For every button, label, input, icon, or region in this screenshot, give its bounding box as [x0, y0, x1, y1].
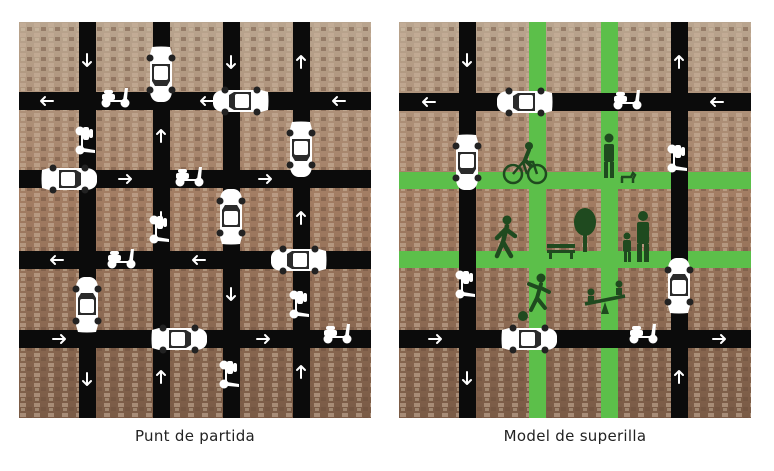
street-vertical [79, 22, 96, 418]
car-icon [497, 87, 553, 117]
city-grid-diagram-left [19, 22, 371, 418]
direction-arrow-icon [156, 129, 166, 143]
bench-icon [547, 244, 575, 259]
direction-arrow-icon [50, 255, 64, 265]
scooter-icon [289, 290, 309, 319]
caption-model-de-superilla: Model de superilla [503, 427, 647, 445]
car-icon [72, 277, 102, 333]
direction-arrow-icon [156, 370, 166, 384]
direction-arrow-icon [82, 372, 92, 386]
scooter-icon [107, 249, 136, 269]
direction-arrow-icon [428, 334, 442, 344]
car-icon [501, 324, 557, 354]
car-icon [271, 245, 327, 275]
scooter-icon [667, 144, 687, 173]
person-with-dog-icon [620, 170, 637, 183]
direction-arrow-icon [258, 174, 272, 184]
direction-arrow-icon [200, 96, 214, 106]
direction-arrow-icon [40, 96, 54, 106]
direction-arrow-icon [256, 334, 270, 344]
pedestrian-icon [494, 215, 518, 259]
direction-arrow-icon [296, 55, 306, 69]
direction-arrow-icon [226, 55, 236, 69]
activity-layer [494, 133, 649, 321]
vehicle-layer [40, 46, 352, 389]
car-icon [41, 164, 97, 194]
direction-arrow-icon [674, 55, 684, 69]
tree-icon [574, 208, 596, 252]
direction-arrow-icon [296, 365, 306, 379]
direction-arrow-icon [422, 97, 436, 107]
green-street-horizontal [399, 251, 751, 268]
caption-punt-de-partida: Punt de partida [134, 427, 256, 445]
green-street-horizontal [399, 172, 751, 189]
street-horizontal [19, 92, 371, 110]
car-icon [216, 189, 246, 245]
scooter-icon [629, 324, 658, 344]
scooter-icon [175, 167, 204, 187]
car-icon [286, 121, 316, 177]
scooter-icon [455, 270, 475, 299]
direction-arrow-icon [296, 211, 306, 225]
children-playing-icon [518, 273, 551, 321]
green-street-vertical [601, 22, 618, 418]
direction-arrow-icon [118, 174, 132, 184]
vehicle-layer [422, 53, 726, 385]
panel-model-de-superilla [399, 22, 751, 418]
scooter-icon [613, 90, 642, 110]
road-network [399, 22, 751, 418]
city-grid-diagram-right [399, 22, 751, 418]
street-vertical [459, 22, 476, 418]
direction-arrow-icon [712, 334, 726, 344]
street-vertical [671, 22, 688, 418]
street-horizontal [399, 93, 751, 111]
scooter-icon [101, 88, 130, 108]
direction-arrow-icon [674, 370, 684, 384]
car-icon [151, 324, 207, 354]
car-icon [452, 134, 482, 190]
family-icon [623, 211, 649, 262]
green-street-vertical [529, 22, 546, 418]
scooter-icon [149, 215, 169, 244]
direction-arrow-icon [332, 96, 346, 106]
pedestrian-icon [604, 133, 614, 178]
car-icon [213, 86, 269, 116]
street-horizontal [399, 330, 751, 348]
direction-arrow-icon [82, 53, 92, 67]
direction-arrow-icon [192, 255, 206, 265]
scooter-icon [75, 126, 95, 155]
direction-arrow-icon [52, 334, 66, 344]
car-icon [146, 46, 176, 102]
direction-arrow-icon [462, 53, 472, 67]
scooter-icon [323, 324, 352, 344]
direction-arrow-icon [710, 97, 724, 107]
direction-arrow-icon [226, 287, 236, 301]
panel-punt-de-partida [19, 22, 371, 418]
car-icon [664, 258, 694, 314]
seesaw-icon [584, 280, 626, 314]
direction-arrow-icon [462, 371, 472, 385]
cyclist-icon [502, 142, 548, 185]
scooter-icon [219, 360, 239, 389]
